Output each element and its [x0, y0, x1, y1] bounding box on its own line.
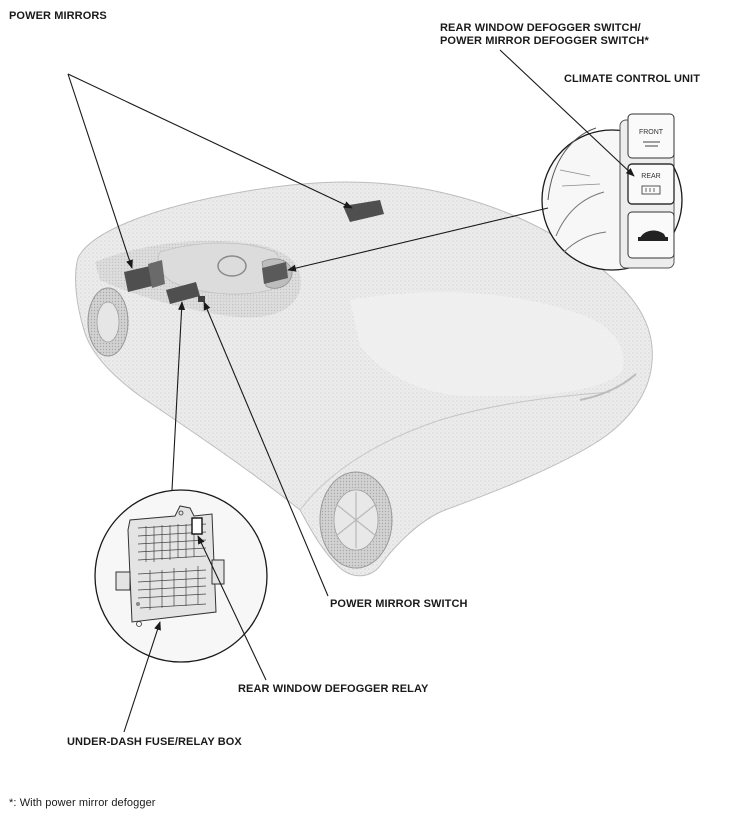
footnote: *: With power mirror defogger — [9, 797, 156, 809]
leader-lines — [67, 49, 635, 733]
label-rear-window-defogger-relay: REAR WINDOW DEFOGGER RELAY — [238, 683, 429, 695]
fuse-box-detail — [94, 489, 268, 663]
climate-unit-component — [262, 262, 288, 284]
climate-control-detail — [541, 113, 683, 271]
rear-button-label: REAR — [641, 173, 660, 180]
front-button-label: FRONT — [639, 129, 664, 136]
label-power-mirrors: POWER MIRRORS — [9, 10, 107, 22]
right-mirror-component — [343, 200, 384, 222]
mirror-switch-component — [198, 296, 205, 302]
label-climate-control-unit: CLIMATE CONTROL UNIT — [564, 73, 701, 85]
label-rear-defogger-switch-line2: POWER MIRROR DEFOGGER SWITCH* — [440, 35, 649, 47]
left-mirror-component — [124, 266, 152, 292]
label-under-dash-fuse-relay-box: UNDER-DASH FUSE/RELAY BOX — [67, 736, 242, 748]
label-power-mirror-switch: POWER MIRROR SWITCH — [330, 598, 468, 610]
components — [124, 200, 384, 304]
label-rear-defogger-switch-line1: REAR WINDOW DEFOGGER SWITCH/ — [440, 22, 641, 34]
fuse-box-component — [166, 282, 200, 304]
defogger-relay-component — [191, 517, 203, 535]
